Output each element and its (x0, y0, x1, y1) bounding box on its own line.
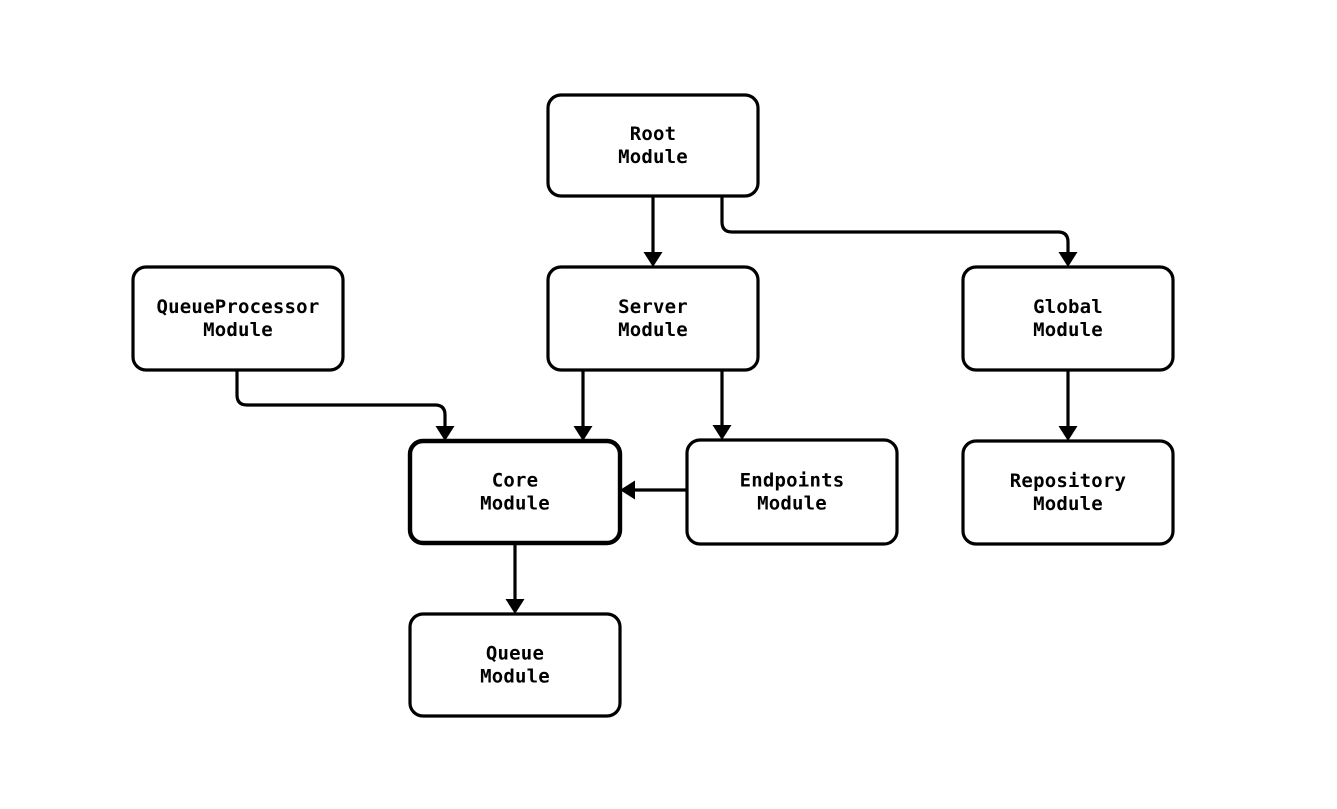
arrowhead-icon (643, 252, 663, 267)
node-label-queue-line2: Module (480, 666, 550, 688)
edge-root-to-server (643, 196, 663, 267)
edge-global-to-repository (1058, 370, 1078, 441)
node-label-queueprocessor-line2: Module (203, 319, 273, 341)
edge-server-to-core (573, 370, 593, 441)
nodes-layer: RootModuleQueueProcessorModuleServerModu… (131, 93, 1175, 718)
node-label-repository-line2: Module (1033, 493, 1103, 515)
node-box-root[interactable] (546, 93, 760, 198)
node-box-queueprocessor[interactable] (131, 265, 345, 372)
node-label-global-line2: Module (1033, 319, 1103, 341)
node-label-core-line2: Module (480, 493, 550, 515)
node-label-queueprocessor-line1: QueueProcessor (157, 296, 320, 318)
node-label-endpoints-line1: Endpoints (740, 470, 845, 492)
node-label-server-line2: Module (618, 319, 688, 341)
edge-endpoints-to-core (620, 480, 687, 500)
edge-line-root-to-global (720, 196, 1070, 259)
edges-layer (235, 196, 1078, 614)
edge-server-to-endpoints (712, 370, 732, 440)
arrowhead-icon (1058, 426, 1078, 441)
arrowhead-icon (620, 480, 635, 500)
arrowhead-icon (712, 425, 732, 440)
edge-queueprocessor-to-core (235, 370, 455, 441)
node-label-global-line1: Global (1033, 296, 1103, 318)
node-label-root-line1: Root (630, 123, 677, 145)
edge-core-to-queue (505, 543, 525, 614)
node-box-core[interactable] (407, 438, 623, 546)
node-box-endpoints[interactable] (685, 438, 899, 546)
node-label-server-line1: Server (618, 296, 688, 318)
node-box-global[interactable] (961, 265, 1175, 372)
edge-line-queueprocessor-to-core (235, 370, 447, 433)
node-label-core-line1: Core (492, 470, 539, 492)
node-box-server[interactable] (546, 265, 760, 372)
arrowhead-icon (573, 426, 593, 441)
node-label-queue-line1: Queue (486, 643, 544, 665)
node-label-endpoints-line2: Module (757, 493, 827, 515)
node-box-repository[interactable] (961, 439, 1175, 546)
node-box-queue[interactable] (408, 612, 622, 718)
node-label-root-line2: Module (618, 146, 688, 168)
node-label-repository-line1: Repository (1010, 470, 1126, 492)
arrowhead-icon (505, 599, 525, 614)
arrowhead-icon (435, 426, 455, 441)
edge-root-to-global (720, 196, 1078, 267)
arrowhead-icon (1058, 252, 1078, 267)
